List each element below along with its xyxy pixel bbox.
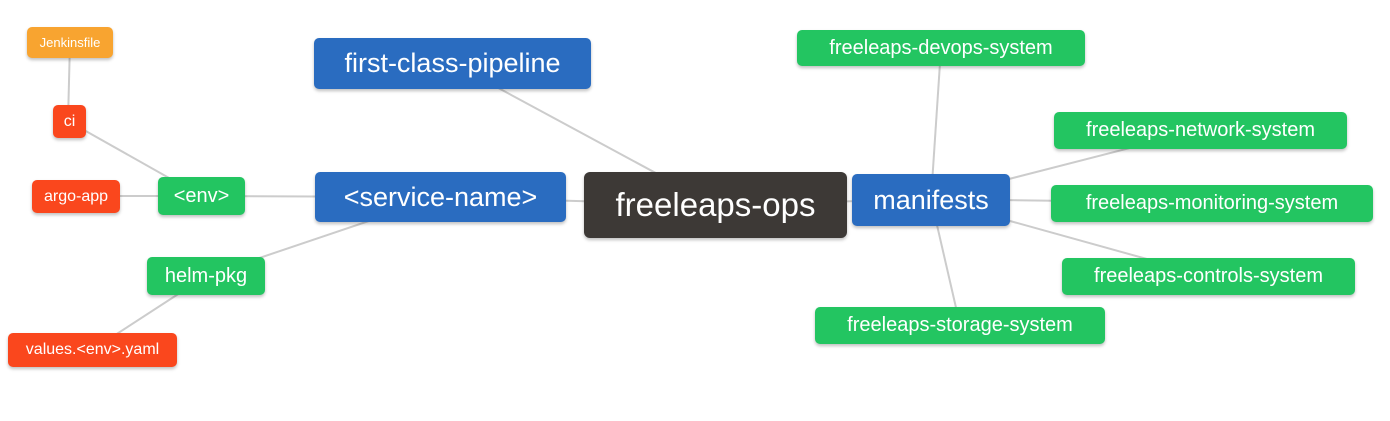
node-freeleaps-storage-system[interactable]: freeleaps-storage-system [815,307,1105,344]
node-argo-app[interactable]: argo-app [32,180,120,213]
edge-manifests-devops [930,47,942,200]
node-values-env-yaml[interactable]: values.<env>.yaml [8,333,177,367]
node-freeleaps-controls-system[interactable]: freeleaps-controls-system [1062,258,1355,295]
node-freeleaps-network-system[interactable]: freeleaps-network-system [1054,112,1347,149]
node-freeleaps-monitoring-system[interactable]: freeleaps-monitoring-system [1051,185,1373,222]
node-freeleaps-ops[interactable]: freeleaps-ops [584,172,847,238]
node-service-name[interactable]: <service-name> [315,172,566,222]
node-freeleaps-devops-system[interactable]: freeleaps-devops-system [797,30,1085,66]
node-jenkinsfile[interactable]: Jenkinsfile [27,27,113,58]
node-first-class-pipeline[interactable]: first-class-pipeline [314,38,591,89]
node-helm-pkg[interactable]: helm-pkg [147,257,265,295]
node-manifests[interactable]: manifests [852,174,1010,226]
node-ci[interactable]: ci [53,105,86,138]
node-env[interactable]: <env> [158,177,245,215]
